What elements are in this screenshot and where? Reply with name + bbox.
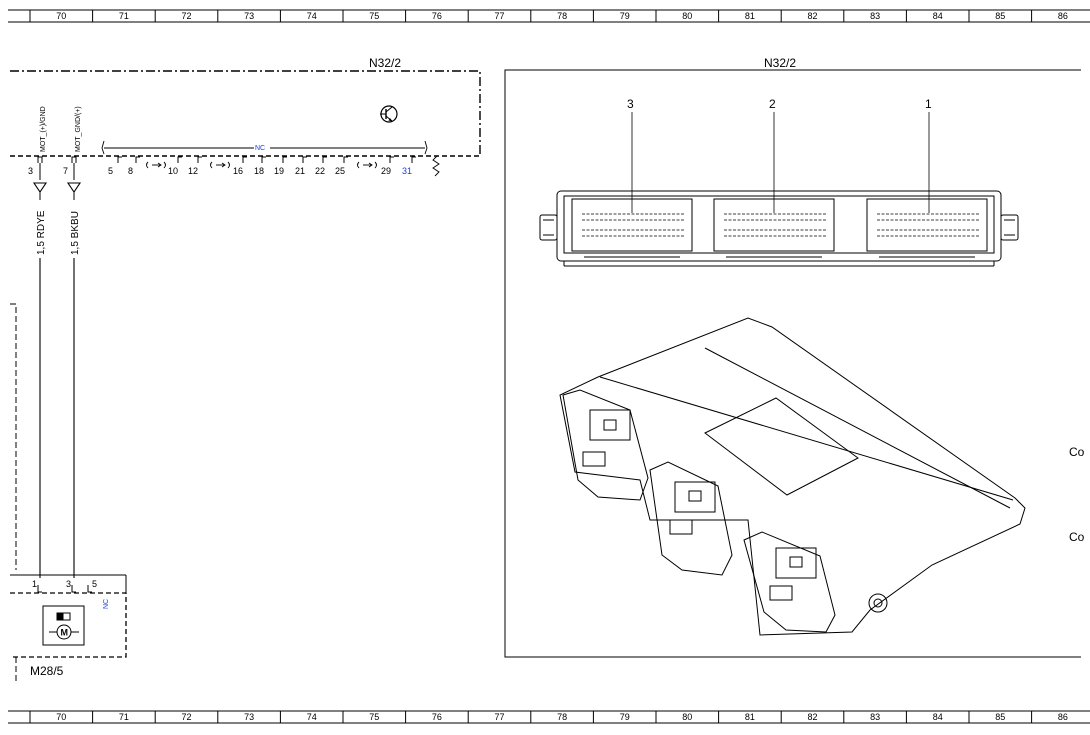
grid-column-label: 72: [181, 712, 191, 722]
grid-column-label: 85: [995, 712, 1005, 722]
connector-view-label: N32/2: [764, 56, 796, 70]
grid-column-label: 86: [1058, 712, 1068, 722]
grid-column-label: 82: [807, 712, 817, 722]
ecu-pin-label-highlight: 31: [402, 166, 412, 176]
grid-column-label: 83: [870, 712, 880, 722]
ecu-pin-label: 21: [295, 166, 305, 176]
grid-column-label: 76: [432, 712, 442, 722]
grid-column-label: 70: [56, 712, 66, 722]
ecu-nc-label: NC: [255, 145, 265, 152]
grid-column-label: 77: [494, 712, 504, 722]
ecu-pin-label: 5: [108, 166, 113, 176]
connector-callout: 2: [769, 97, 776, 111]
grid-column-label: 71: [119, 712, 129, 722]
grid-column-label: 75: [369, 11, 379, 21]
grid-ruler-top: 70 71 72 73 74 75 76 77 78 79 80 81 82 83 84 85 86: [8, 9, 1090, 23]
ecu-schematic: N32/2 NC MOT_(+)/GND MOT_GND/(+): [10, 56, 481, 177]
motor-pin-label: 3: [66, 579, 71, 589]
ecu-pin-label: 18: [254, 166, 264, 176]
grid-column-label: 80: [682, 11, 692, 21]
signal-label-mot-gnd: MOT_GND/(+): [75, 106, 82, 152]
grid-column-label: 78: [557, 712, 567, 722]
motor-label: M28/5: [30, 664, 64, 678]
ecu-pin-label: 12: [188, 166, 198, 176]
wire-label-bkbu: 1,5 BKBU: [70, 211, 81, 255]
ecu-pin-label: 7: [63, 166, 68, 176]
grid-column-label: 74: [307, 11, 317, 21]
grid-column-label: 84: [933, 11, 943, 21]
grid-column-label: 81: [745, 712, 755, 722]
ecu-pin-label: 10: [168, 166, 178, 176]
grid-column-label: 79: [620, 712, 630, 722]
wire-label-rdye: 1,5 RDYE: [36, 210, 47, 255]
grid-column-label: 77: [494, 11, 504, 21]
grid-column-label: 78: [557, 11, 567, 21]
ecu-label: N32/2: [369, 56, 401, 70]
motor-component: 1 3 5 NC M M28/5: [10, 574, 127, 684]
grid-column-label: 85: [995, 11, 1005, 21]
grid-column-label: 80: [682, 712, 692, 722]
grid-column-label: 81: [745, 11, 755, 21]
grid-column-label: 82: [807, 11, 817, 21]
motor-nc-label: NC: [103, 599, 110, 609]
connector-side-text: Co: [1069, 445, 1085, 459]
grid-column-label: 71: [119, 11, 129, 21]
connector-callout: 3: [627, 97, 634, 111]
grid-column-label: 86: [1058, 11, 1068, 21]
motor-icon: M: [42, 605, 85, 646]
wire-rdye: 1,5 RDYE: [32, 163, 48, 578]
ecu-pin-label: 16: [233, 166, 243, 176]
ecu-pin-label: 29: [381, 166, 391, 176]
grid-column-label: 73: [244, 11, 254, 21]
ecu-pin-label: 22: [315, 166, 325, 176]
signal-label-mot-plus: MOT_(+)/GND: [40, 106, 47, 152]
grid-column-label: 84: [933, 712, 943, 722]
motor-pin-label: 5: [92, 579, 97, 589]
connector-block-front: [539, 190, 1019, 267]
ecu-pin-label: 8: [128, 166, 133, 176]
grid-column-label: 76: [432, 11, 442, 21]
transistor-icon: [380, 105, 398, 123]
grid-column-label: 74: [307, 712, 317, 722]
grid-column-label: 79: [620, 11, 630, 21]
grid-column-label: 72: [181, 11, 191, 21]
grid-column-label: 75: [369, 712, 379, 722]
control-unit-housing: [559, 317, 1026, 636]
connector-callout: 1: [925, 97, 932, 111]
connector-view-panel: N32/2 3 2 1: [504, 56, 1085, 658]
grid-ruler-bottom: 70 71 72 73 74 75 76 77 78 79 80 81 82 83 84 85 86: [8, 710, 1090, 724]
grid-column-label: 83: [870, 11, 880, 21]
connector-side-text: Co: [1069, 530, 1085, 544]
motor-symbol-letter: M: [61, 628, 69, 638]
ecu-pin-label: 3: [28, 166, 33, 176]
ecu-pin-label: 19: [274, 166, 284, 176]
ecu-pin-label: 25: [335, 166, 345, 176]
motor-pin-label: 1: [32, 579, 37, 589]
grid-column-label: 73: [244, 712, 254, 722]
wire-bkbu: 1,5 BKBU: [66, 163, 82, 578]
grid-column-label: 70: [56, 11, 66, 21]
